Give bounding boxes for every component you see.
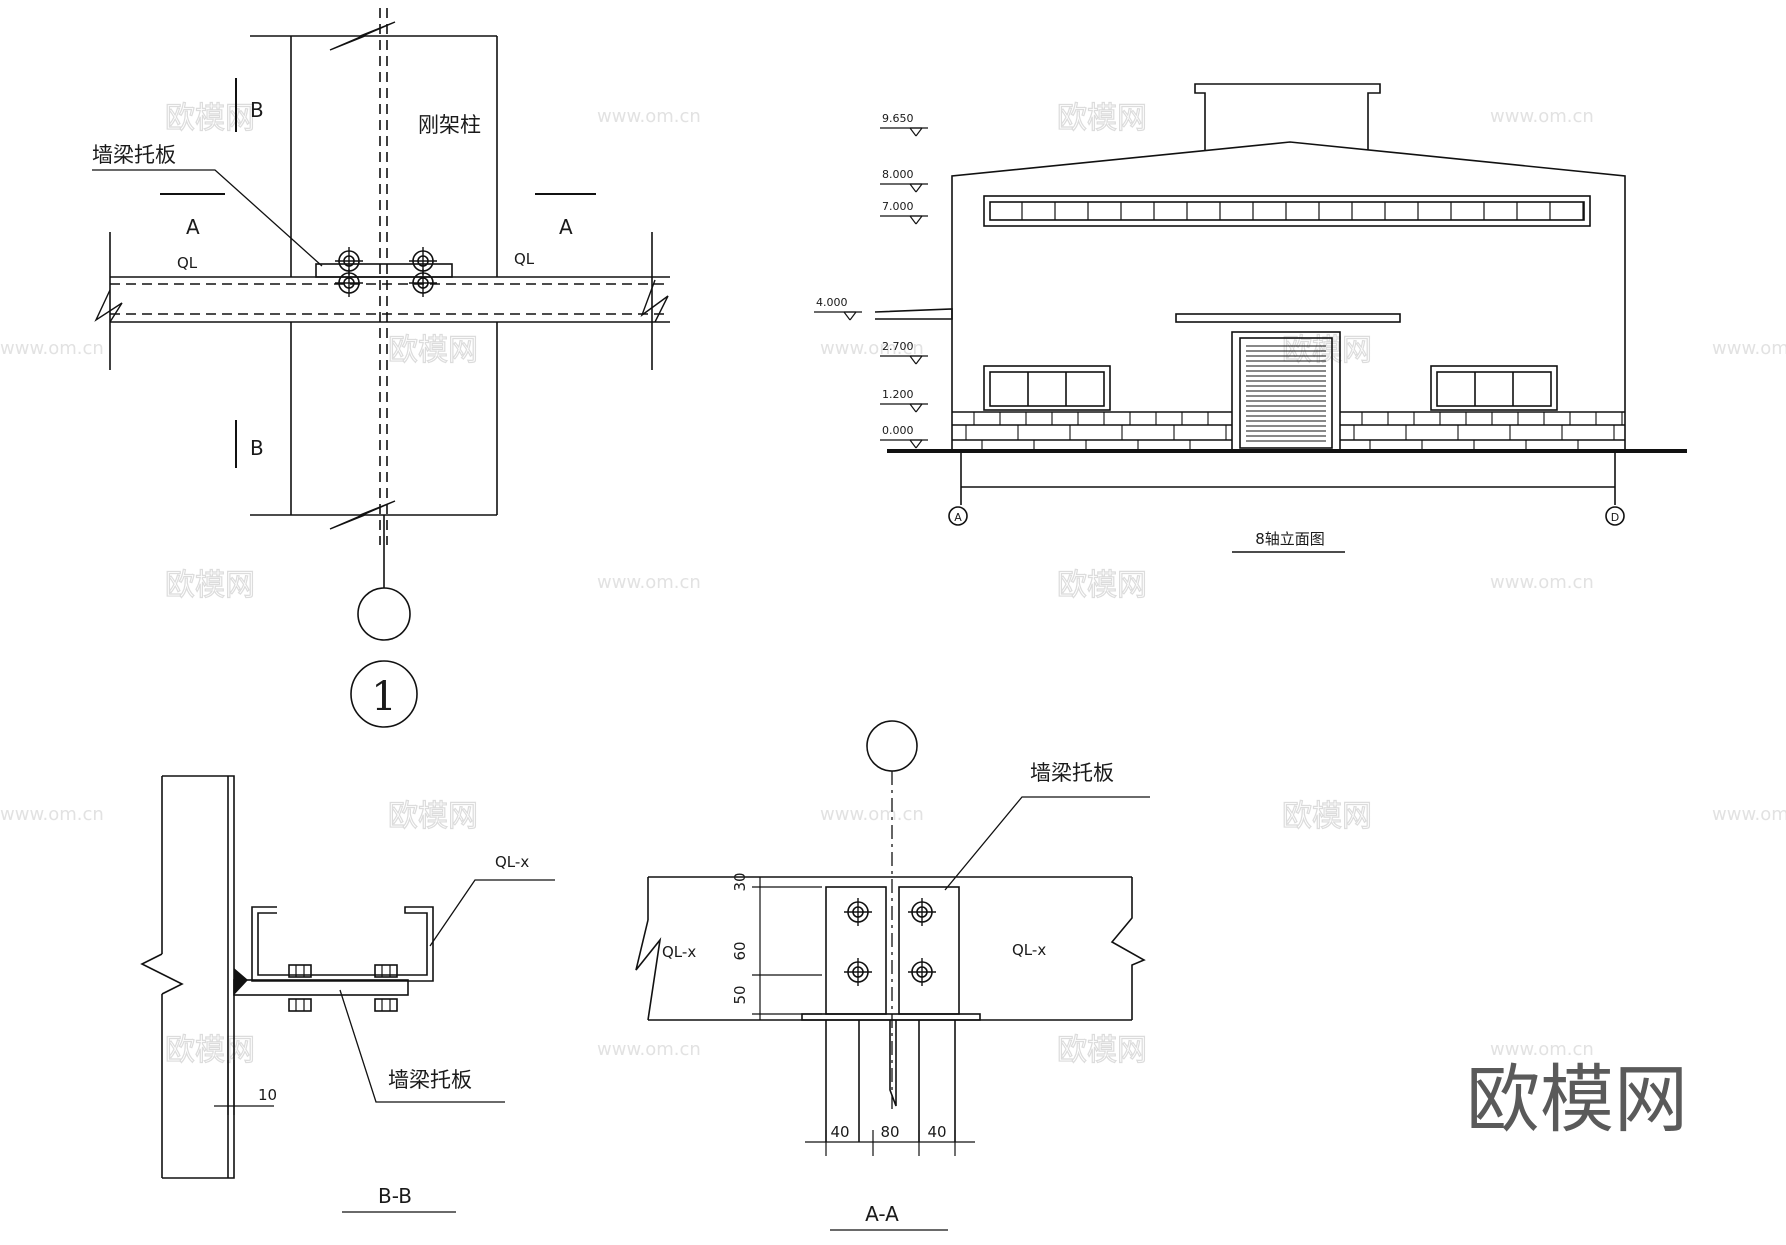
section-mark-b: B [250,98,264,122]
nut-icon [374,998,398,1012]
section-mark-a: A [186,215,200,239]
aa-beam-label-right: QL-x [1012,941,1046,959]
bolt-icon [907,897,937,927]
watermark-url: www.om.cn [1490,1039,1594,1060]
level-value: 0.000 [882,424,914,437]
watermark-url: www.om.cn [597,1039,701,1060]
plate-label: 墙梁托板 [92,143,176,167]
brand-watermark: 欧模网 [1466,1057,1688,1143]
detail-bubble-number: 1 [371,674,396,720]
level-marker-icon [909,403,923,413]
clerestory-mullions [1021,202,1584,220]
watermark-url: www.om.cn [1712,804,1786,825]
beam-label: QL [177,254,198,272]
level-marker-icon [843,311,857,321]
watermark-url: www.om.cn [1490,572,1594,593]
watermark-url: www.om.cn [1712,338,1786,359]
bb-dim-10: 10 [258,1086,277,1104]
bolt-icon [408,268,438,298]
bolt-icon [843,957,873,987]
aa-dim-40-left: 40 [830,1123,849,1141]
bb-leaders [214,879,555,1213]
watermark-brand: 欧模网 [165,1033,255,1068]
watermark-brand: 欧模网 [1282,799,1372,834]
level-marks: 9.650 8.000 7.000 4.000 2.700 1.200 0.000 [814,112,928,449]
elevation-title: 8轴立面图 [1255,530,1325,548]
aa-beam-label-left: QL-x [662,943,696,961]
level-value: 9.650 [882,112,914,125]
bb-title: B-B [378,1184,412,1208]
beam-label: QL [514,250,535,268]
level-value: 2.700 [882,340,914,353]
section-aa [635,720,1150,1231]
aa-dim-30: 30 [731,872,749,891]
level-value: 4.000 [816,296,848,309]
aa-dim-60: 60 [731,941,749,960]
level-value: 8.000 [882,168,914,181]
bb-beam-label: QL-x [495,853,529,871]
watermark-url: www.om.cn [820,338,924,359]
bolt-icon [907,957,937,987]
bb-plate-label: 墙梁托板 [388,1068,472,1092]
bolt-icon [843,897,873,927]
watermark-brand: 欧模网 [165,101,255,136]
level-marker-icon [909,183,923,193]
watermark-brand: 欧模网 [165,568,255,603]
level-marker-icon [909,215,923,225]
level-marker-icon [909,127,923,137]
detail-1-plan [92,8,670,728]
axis-bubble-a: A [954,511,962,524]
aa-title: A-A [865,1202,899,1226]
section-mark-a: A [559,215,573,239]
watermark-url: www.om.cn [820,804,924,825]
column-label: 刚架柱 [418,113,481,137]
watermark-url: www.om.cn [1490,106,1594,127]
aa-dim-40-right: 40 [927,1123,946,1141]
bolt-icon [334,268,364,298]
aa-plate-label: 墙梁托板 [1030,761,1114,785]
watermark-url: www.om.cn [597,572,701,593]
aa-dim-80: 80 [880,1123,899,1141]
watermark-brand: 欧模网 [388,333,478,368]
door-slats [1246,345,1326,442]
level-value: 7.000 [882,200,914,213]
weld-symbol [234,968,248,995]
watermark-brand: 欧模网 [1057,568,1147,603]
watermark-url: www.om.cn [597,106,701,127]
watermark-url: www.om.cn [0,804,104,825]
watermark-layer: 欧模网 欧模网 欧模网 欧模网 欧模网 欧模网 欧模网 欧模网 欧模网 欧模网 … [0,100,1786,1068]
axis-bubble-d: D [1611,511,1619,524]
watermark-url: www.om.cn [0,338,104,359]
level-value: 1.200 [882,388,914,401]
watermark-brand: 欧模网 [1057,1033,1147,1068]
nut-icon [288,998,312,1012]
elevation-drawing [874,83,1626,553]
aa-dim-50: 50 [731,985,749,1004]
section-mark-b: B [250,436,264,460]
level-marker-icon [909,439,923,449]
watermark-brand: 欧模网 [1057,101,1147,136]
watermark-brand: 欧模网 [388,799,478,834]
